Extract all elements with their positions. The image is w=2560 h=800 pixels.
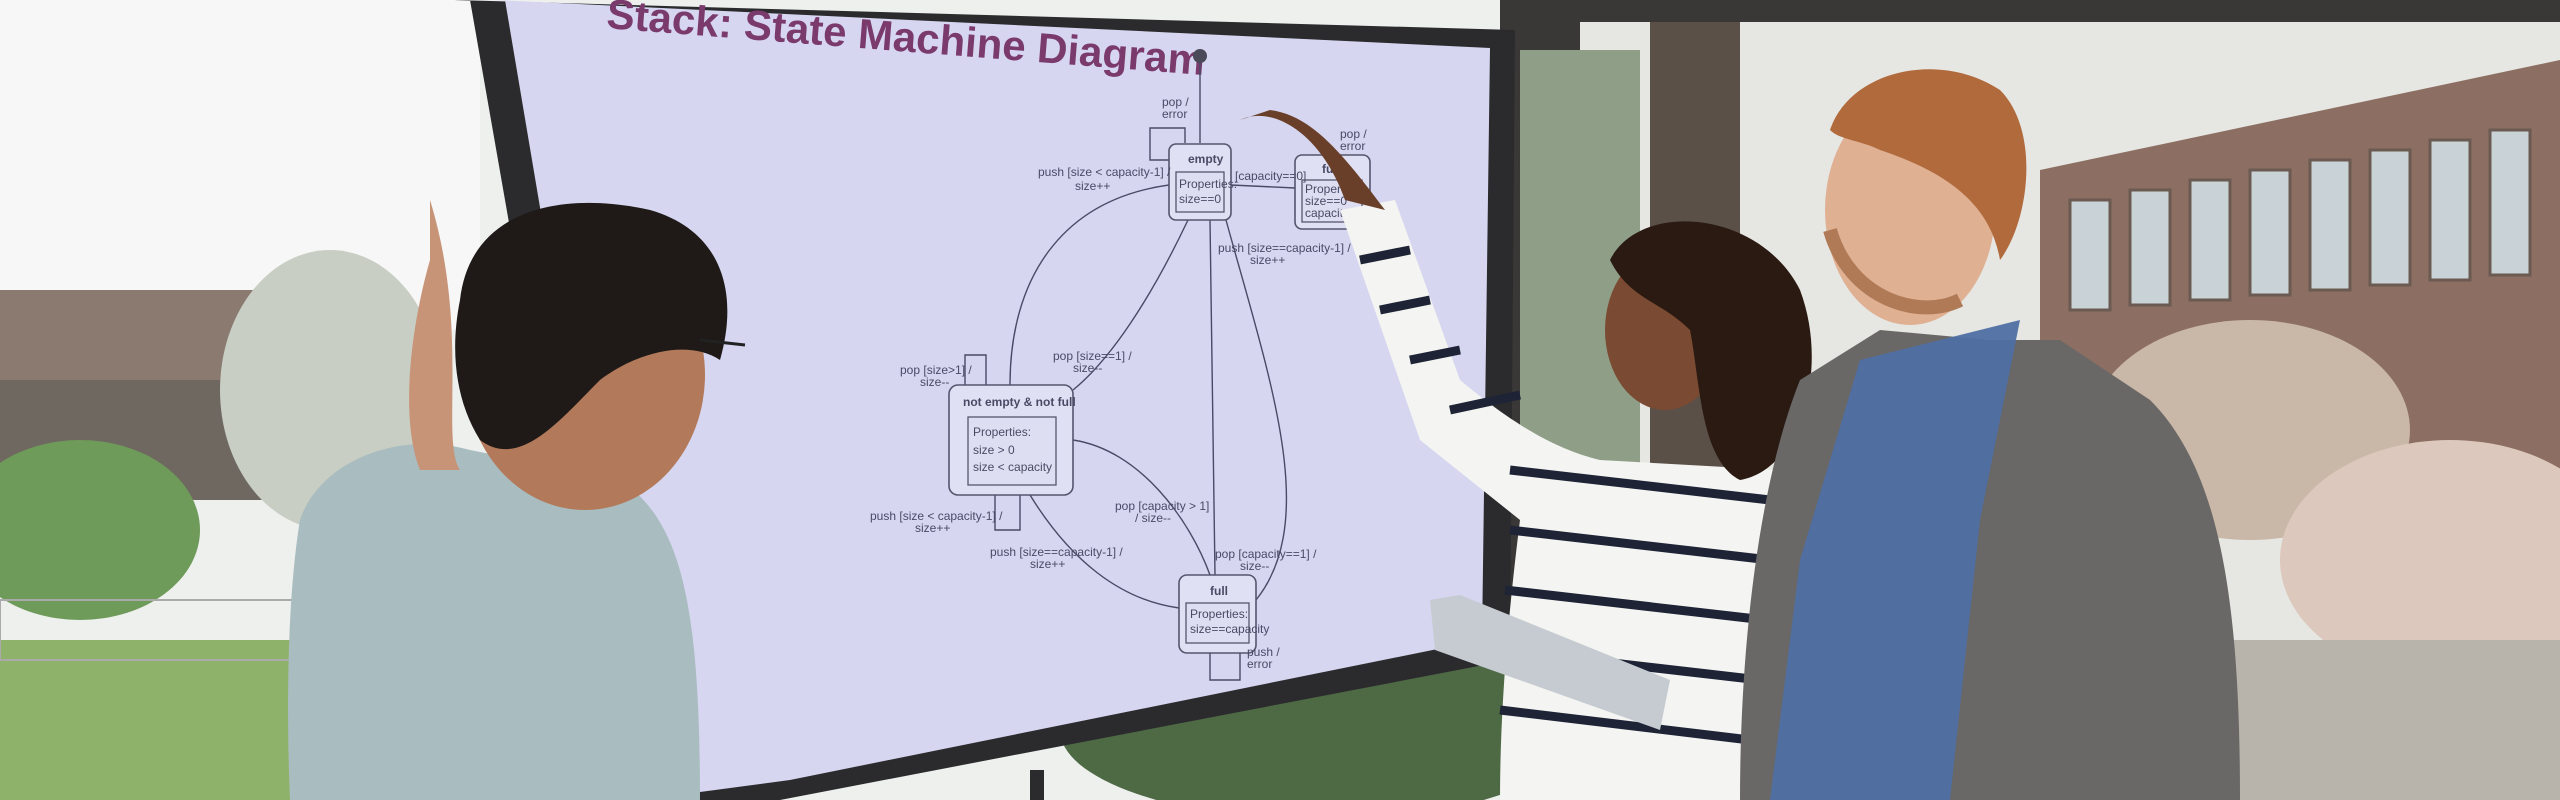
svg-text:size--: size-- (920, 375, 949, 389)
svg-text:push [size < capacity-1] /: push [size < capacity-1] / (1038, 165, 1171, 179)
svg-text:size==0: size==0 (1305, 194, 1347, 208)
svg-text:not empty & not full: not empty & not full (963, 395, 1076, 409)
svg-text:pop [capacity > 1]: pop [capacity > 1] (1115, 499, 1209, 513)
shirt (1770, 320, 2020, 800)
svg-text:pop [size>1] /: pop [size>1] / (900, 363, 972, 377)
svg-text:size > 0: size > 0 (973, 443, 1015, 457)
svg-text:Properties:: Properties: (1190, 607, 1248, 621)
svg-text:size++: size++ (915, 521, 950, 535)
svg-text:empty: empty (1188, 152, 1224, 166)
svg-text:pop [capacity==1] /: pop [capacity==1] / (1215, 547, 1317, 561)
svg-text:size++: size++ (1030, 557, 1065, 571)
laptop (1430, 595, 1670, 730)
svg-text:[capacity==0]: [capacity==0] (1235, 169, 1306, 183)
state-empty: empty Properties: size==0 (1168, 143, 1237, 221)
svg-text:push /: push / (1247, 645, 1280, 659)
svg-text:error: error (1340, 139, 1365, 153)
state-full: full Properties: size==capacity (1178, 574, 1269, 654)
transition-labels: pop / error push [size < capacity-1] / s… (870, 95, 1367, 671)
display-screen: Stack: State Machine Diagram empty Prope… (455, 0, 1515, 800)
curly-hair (1610, 221, 1812, 480)
svg-text:pop [size==1] /: pop [size==1] / (1053, 349, 1132, 363)
initial-state-dot (1193, 49, 1207, 63)
svg-text:size==0: size==0 (1179, 192, 1221, 206)
svg-text:size--: size-- (1240, 559, 1269, 573)
svg-text:Properties:: Properties: (1179, 177, 1237, 191)
state-not-empty-not-full: not empty & not full Properties: size > … (948, 384, 1076, 496)
svg-text:error: error (1162, 107, 1187, 121)
svg-text:size--: size-- (1073, 361, 1102, 375)
tree (0, 440, 200, 620)
pointing-arm (1240, 110, 1385, 210)
svg-text:push [size < capacity-1] /: push [size < capacity-1] / (870, 509, 1003, 523)
svg-text:push [size==capacity-1] /: push [size==capacity-1] / (1218, 241, 1351, 255)
screen-stand (1030, 770, 1044, 800)
person-right (1740, 69, 2240, 800)
hair-right (1830, 69, 2027, 260)
person-left (288, 200, 746, 800)
svg-text:size++: size++ (1250, 253, 1285, 267)
svg-text:push [size==capacity-1] /: push [size==capacity-1] / (990, 545, 1123, 559)
hair (455, 202, 728, 450)
svg-text:pop /: pop / (1162, 95, 1189, 109)
svg-text:error: error (1247, 657, 1272, 671)
svg-text:size==capacity: size==capacity (1190, 622, 1269, 636)
svg-text:pop /: pop / (1340, 127, 1367, 141)
svg-text:size++: size++ (1075, 179, 1110, 193)
person-center (1240, 110, 1812, 800)
svg-text:full: full (1210, 584, 1228, 598)
svg-text:Properties:: Properties: (973, 425, 1031, 439)
svg-text:/ size--: / size-- (1135, 511, 1171, 525)
svg-text:size < capacity: size < capacity (973, 460, 1052, 474)
